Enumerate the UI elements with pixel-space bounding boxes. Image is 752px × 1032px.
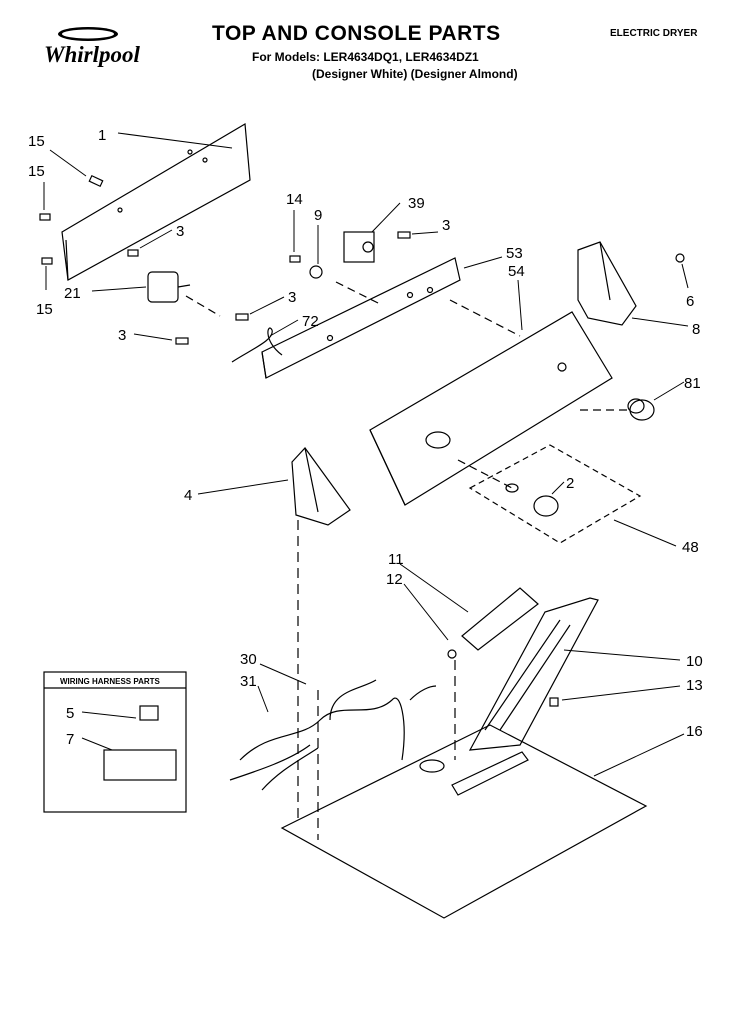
callout-labels: 1 15 15 15 3 21 14 9 39 3 53 54 6 8 3 72… bbox=[28, 127, 703, 748]
brand-logo-emblem bbox=[30, 25, 172, 75]
document-type: ELECTRIC DRYER bbox=[610, 28, 698, 39]
part-timer-21 bbox=[147, 271, 191, 303]
part-screw-14 bbox=[289, 255, 301, 263]
callout-13: 13 bbox=[686, 677, 703, 694]
part-switch-39 bbox=[343, 231, 375, 263]
callout-7: 7 bbox=[66, 731, 74, 748]
callout-15: 15 bbox=[36, 301, 53, 318]
part-harness-31 bbox=[229, 679, 437, 791]
callout-16: 16 bbox=[686, 723, 703, 740]
callout-72: 72 bbox=[302, 313, 319, 330]
callout-8: 8 bbox=[692, 321, 700, 338]
part-console-54 bbox=[369, 311, 613, 506]
callout-6: 6 bbox=[686, 293, 694, 310]
part-end-cap-8 bbox=[577, 241, 637, 326]
callout-54: 54 bbox=[508, 263, 525, 280]
callout-2: 2 bbox=[566, 475, 574, 492]
callout-15: 15 bbox=[28, 133, 45, 150]
part-wire-72 bbox=[231, 327, 283, 363]
inset-title: WIRING HARNESS PARTS bbox=[60, 677, 161, 686]
callout-3: 3 bbox=[442, 217, 450, 234]
callout-3: 3 bbox=[118, 327, 126, 344]
callout-21: 21 bbox=[64, 285, 81, 302]
part-screw-3c bbox=[235, 313, 249, 321]
model-variants: (Designer White) (Designer Almond) bbox=[312, 67, 518, 81]
part-nut-9 bbox=[309, 265, 323, 279]
page-title: TOP AND CONSOLE PARTS bbox=[212, 22, 501, 45]
part-knob-81 bbox=[627, 398, 655, 421]
part-connector-7 bbox=[103, 749, 177, 781]
callout-11: 11 bbox=[388, 551, 404, 568]
part-screw-3b bbox=[397, 231, 411, 239]
callout-9: 9 bbox=[314, 207, 322, 224]
callout-3: 3 bbox=[176, 223, 184, 240]
callout-53: 53 bbox=[506, 245, 523, 262]
part-bracket-11 bbox=[461, 587, 539, 651]
model-numbers: For Models: LER4634DQ1, LER4634DZ1 bbox=[252, 50, 479, 64]
callout-10: 10 bbox=[686, 653, 703, 670]
callout-5: 5 bbox=[66, 705, 74, 722]
callout-1: 1 bbox=[98, 127, 106, 144]
callout-48: 48 bbox=[682, 539, 699, 556]
part-control-panel bbox=[61, 123, 251, 281]
part-console-rail bbox=[261, 257, 461, 379]
part-48-outline bbox=[468, 444, 642, 544]
callout-81: 81 bbox=[684, 375, 701, 392]
part-screw-12 bbox=[447, 649, 457, 659]
callout-39: 39 bbox=[408, 195, 425, 212]
brand-logo: Whirlpool bbox=[44, 42, 140, 67]
callout-15: 15 bbox=[28, 163, 45, 180]
part-screw-3a bbox=[127, 249, 139, 257]
part-connector-5 bbox=[139, 705, 159, 721]
callout-31: 31 bbox=[240, 673, 257, 690]
part-lint-screen-10 bbox=[468, 597, 599, 751]
part-screw-3d bbox=[175, 337, 189, 345]
callout-3: 3 bbox=[288, 289, 296, 306]
callout-30: 30 bbox=[240, 651, 257, 668]
part-screw-6 bbox=[675, 253, 685, 263]
part-end-cap-4 bbox=[291, 447, 351, 526]
part-screw-13 bbox=[549, 697, 559, 707]
part-top-16 bbox=[280, 724, 648, 919]
callout-12: 12 bbox=[386, 571, 403, 588]
callout-4: 4 bbox=[184, 487, 192, 504]
callout-14: 14 bbox=[286, 191, 303, 208]
inset-box bbox=[43, 671, 187, 813]
part-screws-15 bbox=[39, 174, 104, 265]
part-knob-2 bbox=[505, 483, 559, 517]
